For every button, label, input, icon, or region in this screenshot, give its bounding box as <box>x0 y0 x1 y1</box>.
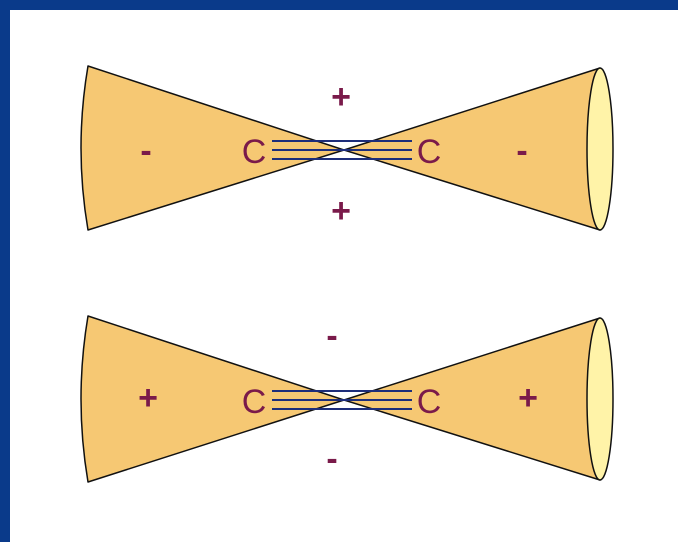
top-sign: - <box>326 317 337 355</box>
right-cone-sign: + <box>518 379 538 417</box>
bottom-sign: + <box>331 192 351 230</box>
left-atom-label: C <box>242 383 267 421</box>
bottom-sign: - <box>326 440 337 478</box>
top-sign: + <box>331 78 351 116</box>
right-atom-label: C <box>417 383 442 421</box>
left-cone <box>80 315 345 483</box>
left-cone-sign: - <box>140 132 151 170</box>
triple-bond <box>272 140 412 160</box>
anisotropy-diagram: C C - - + + C C + + - - <box>80 65 614 483</box>
right-atom-label: C <box>417 133 442 171</box>
right-cone-cap <box>586 317 614 481</box>
left-cone <box>80 65 345 231</box>
diagram-top: C C - - + + <box>80 65 614 231</box>
left-cone-sign: + <box>138 379 158 417</box>
right-cone-cap <box>586 67 614 231</box>
diagram-bottom: C C + + - - <box>80 315 614 483</box>
triple-bond <box>272 390 412 410</box>
right-cone-sign: - <box>516 132 527 170</box>
diagram-canvas: C C - - + + C C + + - - <box>10 10 678 542</box>
left-atom-label: C <box>242 133 267 171</box>
